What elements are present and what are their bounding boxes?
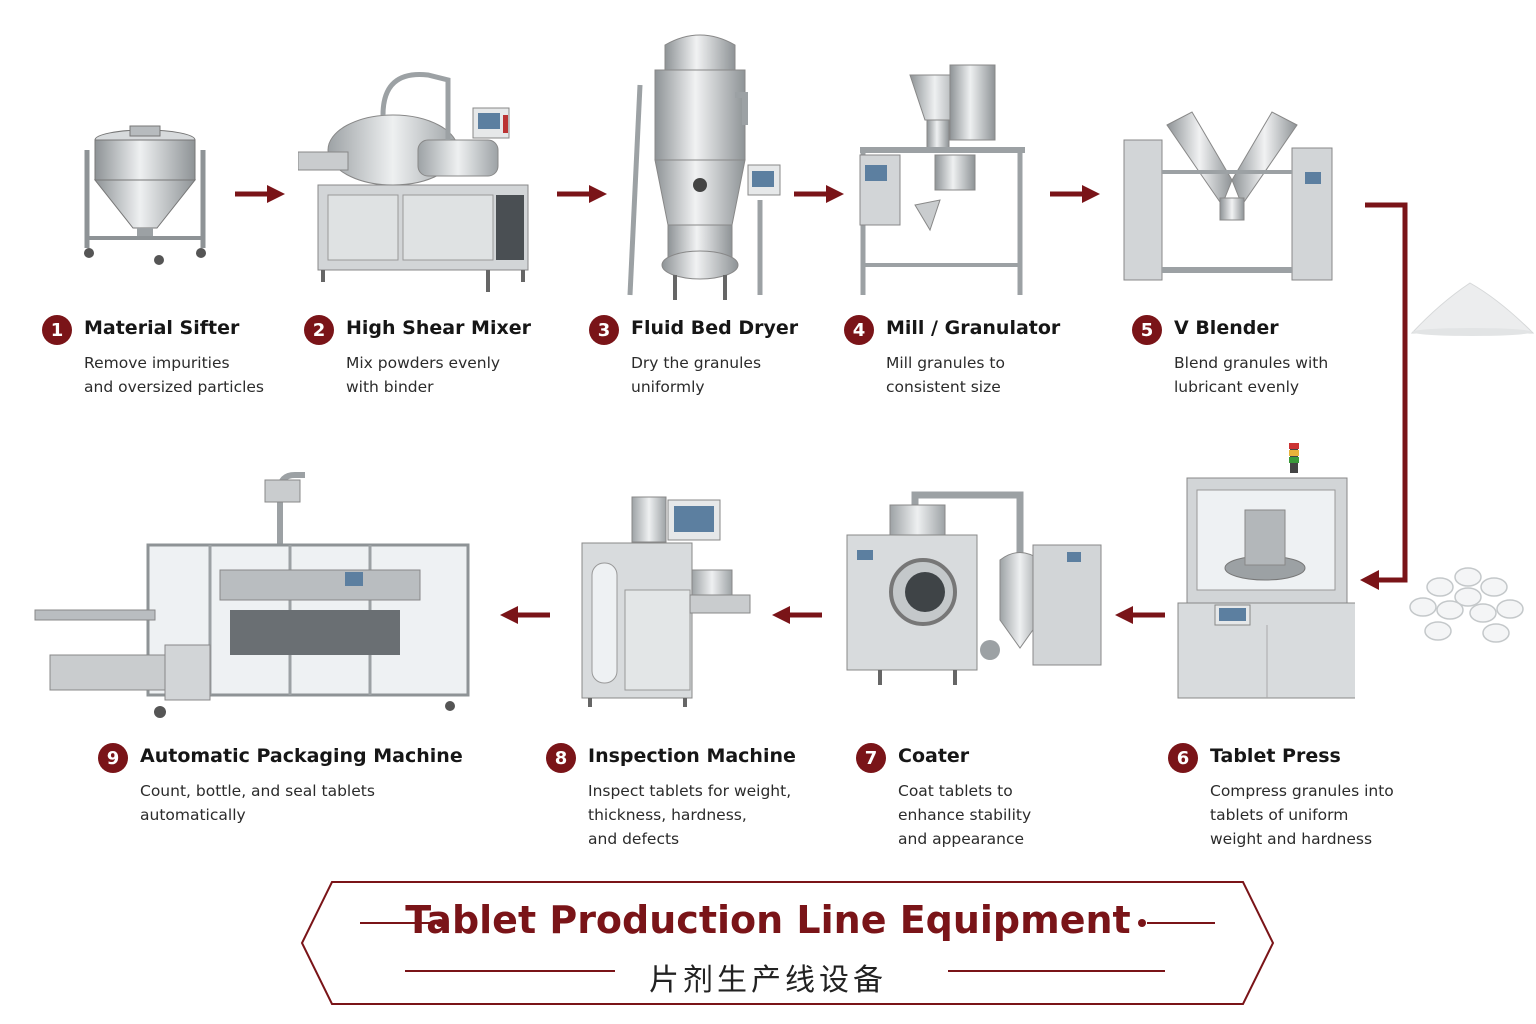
step-title: High Shear Mixer xyxy=(346,317,531,339)
step-number-badge: 4 xyxy=(844,315,874,345)
fluid-bed-dryer-illustration xyxy=(627,34,781,300)
step-number-badge: 6 xyxy=(1168,743,1198,773)
step-number-badge: 2 xyxy=(304,315,334,345)
step-title: Automatic Packaging Machine xyxy=(140,745,463,767)
powder-pile-illustration xyxy=(1410,282,1535,336)
step-description: Inspect tablets for weight,thickness, ha… xyxy=(588,782,792,848)
inspection-machine-illustration xyxy=(581,496,751,707)
step-title: Coater xyxy=(898,745,970,767)
flow-arrow-7-to-8 xyxy=(772,606,822,624)
flow-connector-5-to-6 xyxy=(1360,202,1408,590)
step-title: V Blender xyxy=(1174,317,1279,339)
tablets-pile-illustration xyxy=(1409,567,1524,643)
title-banner-frame xyxy=(300,881,1275,1005)
flow-arrow-3 xyxy=(794,185,844,203)
step-number-badge: 9 xyxy=(98,743,128,773)
sub-title: 片剂生产线设备 xyxy=(649,963,887,998)
step-number-badge: 8 xyxy=(546,743,576,773)
automatic-packaging-machine-illustration xyxy=(34,472,470,718)
flow-arrow-2 xyxy=(557,185,607,203)
material-sifter-illustration xyxy=(84,125,206,265)
flow-arrow-4 xyxy=(1050,185,1100,203)
step-number-badge: 3 xyxy=(589,315,619,345)
step-title: Fluid Bed Dryer xyxy=(631,317,799,339)
flow-arrow-6-to-7 xyxy=(1115,606,1165,624)
high-shear-mixer-illustration xyxy=(298,72,529,292)
tablet-press-illustration xyxy=(1177,443,1355,699)
coater-illustration xyxy=(846,491,1102,685)
flow-arrow-8-to-9 xyxy=(500,606,550,624)
step-title: Inspection Machine xyxy=(588,745,796,767)
step-title: Material Sifter xyxy=(84,317,240,339)
step-number-badge: 5 xyxy=(1132,315,1162,345)
step-number-badge: 1 xyxy=(42,315,72,345)
mill-granulator-illustration xyxy=(859,64,1025,295)
step-title: Tablet Press xyxy=(1210,745,1341,767)
flow-arrow-1 xyxy=(235,185,285,203)
step-title: Mill / Granulator xyxy=(886,317,1061,339)
v-blender-illustration xyxy=(1123,111,1333,281)
main-title: Tablet Production Line Equipment xyxy=(405,898,1131,942)
step-number-badge: 7 xyxy=(856,743,886,773)
